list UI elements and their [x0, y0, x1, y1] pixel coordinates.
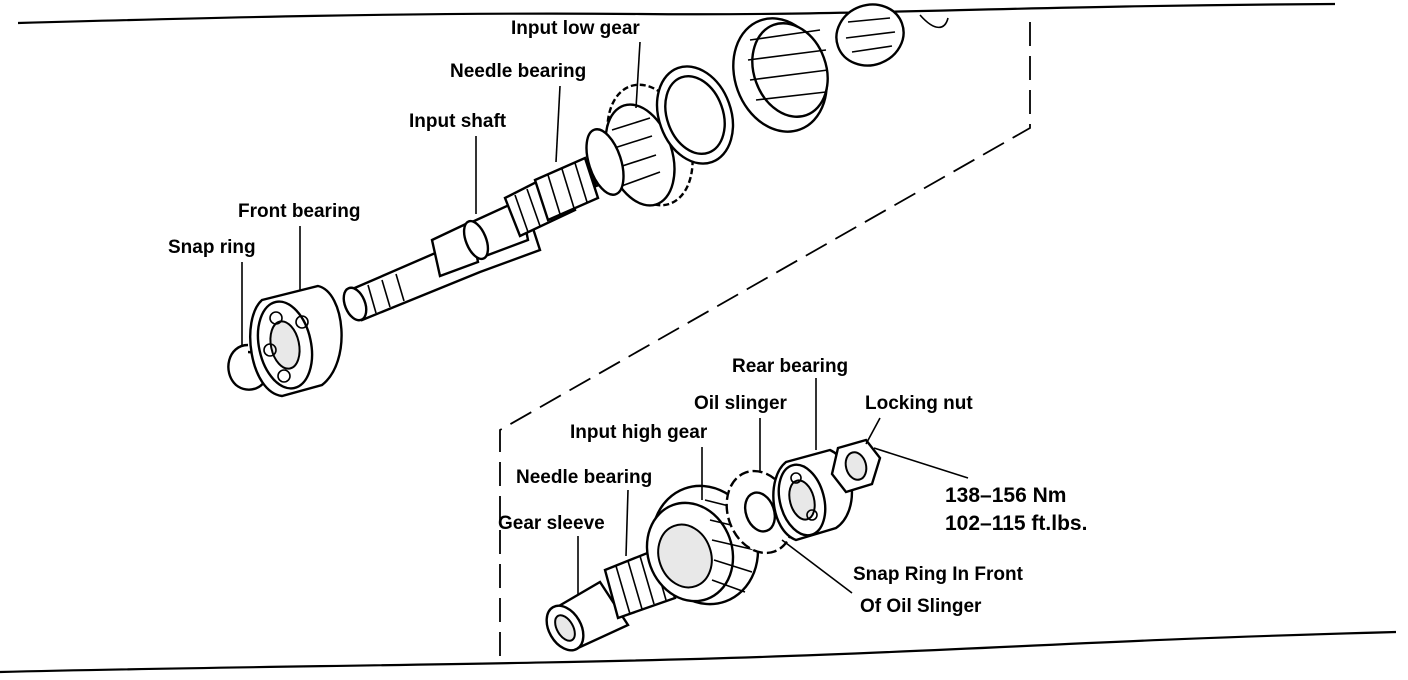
label-rear-bearing: Rear bearing: [732, 356, 848, 377]
label-front-bearing: Front bearing: [238, 201, 360, 222]
part-labels: Input low gear Needle bearing Input shaf…: [168, 18, 1024, 617]
gear-sleeve-part: [545, 580, 630, 652]
dashed-guide-lines: [499, 22, 1031, 660]
label-snap-ring-front-line1: Snap Ring In Front: [853, 564, 1024, 585]
front-bearing-part: [249, 284, 343, 398]
torque-spec: 138–156 Nm 102–115 ft.lbs.: [945, 484, 1087, 535]
locking-nut-part: [830, 438, 882, 494]
label-oil-slinger: Oil slinger: [694, 393, 788, 414]
synchronizer-ring-part: [655, 65, 735, 165]
label-needle-bearing-bottom: Needle bearing: [516, 467, 652, 488]
label-needle-bearing-top: Needle bearing: [450, 61, 586, 82]
leader-lines: [241, 41, 969, 594]
torque-metric: 138–156 Nm: [945, 484, 1066, 507]
label-input-high-gear: Input high gear: [570, 422, 708, 443]
input-shaft-part: [342, 198, 542, 322]
label-snap-ring-front-line2: Of Oil Slinger: [860, 596, 982, 617]
label-input-low-gear: Input low gear: [511, 18, 640, 39]
torque-imperial: 102–115 ft.lbs.: [945, 512, 1087, 535]
synchronizer-hub-part: [835, 3, 949, 67]
synchronizer-sleeve-part: [732, 17, 829, 133]
label-snap-ring: Snap ring: [168, 237, 256, 258]
label-input-shaft: Input shaft: [409, 111, 507, 132]
label-locking-nut: Locking nut: [865, 393, 973, 414]
label-gear-sleeve: Gear sleeve: [498, 513, 605, 534]
